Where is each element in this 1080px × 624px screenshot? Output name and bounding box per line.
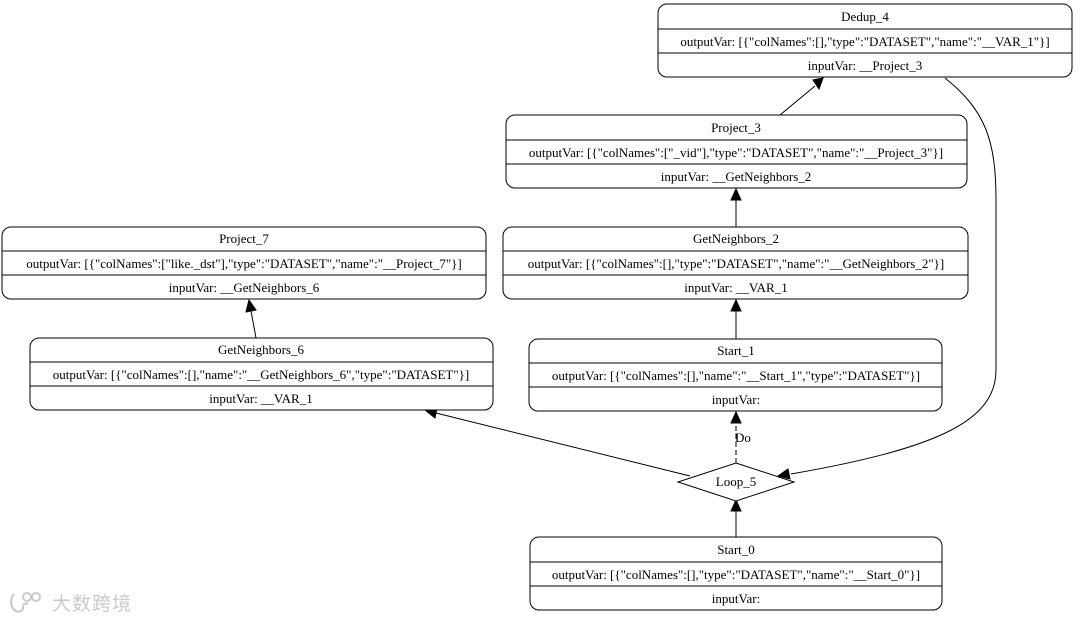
- edge-dedup4-to-loop5: [790, 77, 997, 475]
- node-project-7[interactable]: Project_7 outputVar: [{"colNames":["like…: [1, 226, 487, 300]
- node-start-0-input: inputVar:: [712, 591, 760, 606]
- node-getneighbors-2-box: [502, 226, 969, 300]
- node-project-3[interactable]: Project_3 outputVar: [{"colNames":["_vid…: [505, 114, 968, 189]
- node-start-0-title: Start_0: [717, 542, 755, 557]
- node-dedup-4-title: Dedup_4: [841, 9, 889, 24]
- arrowhead-loop5: [730, 498, 742, 512]
- arrowhead-getneighbors2: [730, 298, 742, 312]
- node-getneighbors-2-title: GetNeighbors_2: [693, 231, 779, 246]
- node-loop-5-title: Loop_5: [716, 474, 756, 489]
- edge-label-do: Do: [735, 430, 751, 445]
- node-project-7-output: outputVar: [{"colNames":["like._dst"],"t…: [26, 256, 461, 271]
- arrowhead-start1: [730, 410, 742, 424]
- node-getneighbors-6-input: inputVar: __VAR_1: [209, 391, 312, 406]
- node-dedup-4[interactable]: Dedup_4 outputVar: [{"colNames":[],"type…: [657, 3, 1073, 78]
- node-getneighbors-6-output: outputVar: [{"colNames":[],"name":"__Get…: [53, 367, 470, 382]
- node-project-3-box: [505, 114, 968, 189]
- arrowhead-project7: [245, 298, 257, 313]
- edge-getneighbors6-to-project7: [250, 310, 257, 339]
- node-start-0-box: [529, 536, 943, 611]
- node-start-0[interactable]: Start_0 outputVar: [{"colNames":[],"type…: [529, 536, 943, 611]
- node-loop-5[interactable]: Loop_5: [676, 462, 796, 502]
- arrowhead-project3: [730, 187, 742, 201]
- node-getneighbors-2-output: outputVar: [{"colNames":[],"type":"DATAS…: [528, 256, 945, 271]
- watermark-text: 大数跨境: [52, 592, 133, 615]
- node-start-1-output: outputVar: [{"colNames":[],"name":"__Sta…: [552, 368, 920, 383]
- node-start-1[interactable]: Start_1 outputVar: [{"colNames":[],"name…: [528, 338, 943, 412]
- node-dedup-4-output: outputVar: [{"colNames":[],"type":"DATAS…: [680, 34, 1049, 49]
- edges: [245, 77, 997, 537]
- node-project-3-input: inputVar: __GetNeighbors_2: [661, 169, 812, 184]
- node-loop-5-diamond: [676, 462, 796, 502]
- arrowhead-dedup4: [812, 77, 824, 91]
- node-start-1-input: inputVar:: [712, 392, 760, 407]
- node-dedup-4-box: [657, 3, 1073, 78]
- node-start-0-output: outputVar: [{"colNames":[],"type":"DATAS…: [552, 567, 920, 582]
- node-start-1-title: Start_1: [717, 343, 755, 358]
- node-getneighbors-6-box: [29, 337, 494, 411]
- watermark-logo-icon: [10, 592, 41, 613]
- node-project-7-input: inputVar: __GetNeighbors_6: [169, 280, 320, 295]
- watermark: 大数跨境: [8, 588, 132, 616]
- node-getneighbors-2-input: inputVar: __VAR_1: [684, 280, 787, 295]
- node-project-3-title: Project_3: [711, 120, 761, 135]
- node-project-3-output: outputVar: [{"colNames":["_vid"],"type":…: [529, 145, 943, 160]
- node-getneighbors-6-title: GetNeighbors_6: [218, 342, 304, 357]
- node-project-7-title: Project_7: [219, 231, 269, 246]
- node-getneighbors-2[interactable]: GetNeighbors_2 outputVar: [{"colNames":[…: [502, 226, 969, 300]
- node-getneighbors-6[interactable]: GetNeighbors_6 outputVar: [{"colNames":[…: [29, 337, 494, 411]
- node-start-1-box: [528, 338, 943, 412]
- arrowhead-loop5-back: [776, 468, 791, 480]
- node-project-7-box: [1, 226, 487, 300]
- edge-loop5-to-getneighbors6: [435, 412, 691, 477]
- edge-project3-to-dedup4: [779, 85, 816, 116]
- node-dedup-4-input: inputVar: __Project_3: [808, 58, 922, 73]
